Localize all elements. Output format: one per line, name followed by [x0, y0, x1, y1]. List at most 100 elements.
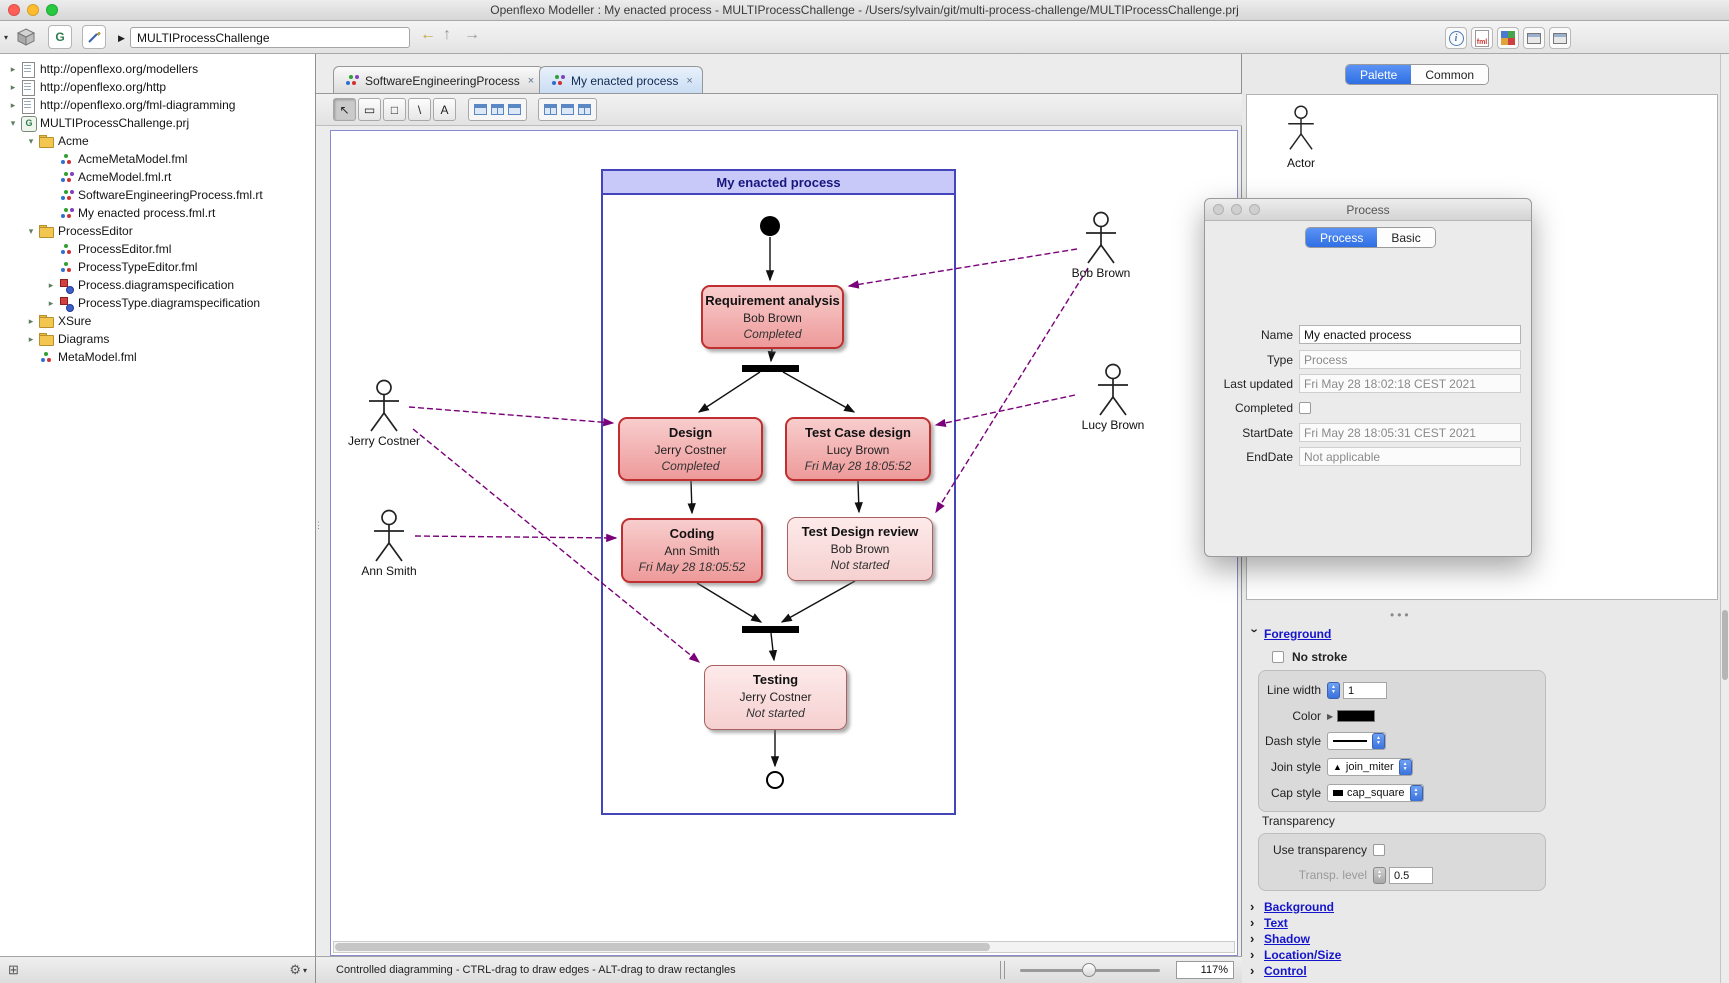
- tree-item-xsure[interactable]: ▸XSure: [0, 312, 315, 330]
- control-section-link[interactable]: ›Control: [1250, 963, 1307, 978]
- minimize-window-button[interactable]: [27, 4, 39, 16]
- transp-level-field[interactable]: [1389, 866, 1433, 884]
- process-inspector-window[interactable]: Process Process Basic Name Type Process …: [1204, 198, 1532, 557]
- line-width-field[interactable]: [1343, 681, 1387, 699]
- scrollbar-handle[interactable]: [335, 943, 990, 951]
- tree-item-processeditor-fml[interactable]: ProcessEditor.fml: [0, 240, 315, 258]
- tree-item-acmemodel[interactable]: AcmeModel.fml.rt: [0, 168, 315, 186]
- foreground-color-swatch[interactable]: [1337, 710, 1376, 722]
- tree-item-diagrams[interactable]: ▸Diagrams: [0, 330, 315, 348]
- task-requirement-analysis[interactable]: Requirement analysis Bob Brown Completed: [701, 285, 844, 349]
- process-tab-button[interactable]: Process: [1306, 228, 1378, 247]
- expand-arrow-icon[interactable]: ▸: [28, 333, 34, 344]
- edit-pen-icon[interactable]: [82, 25, 106, 49]
- tab-softwareengineeringprocess[interactable]: SoftwareEngineeringProcess ×: [333, 66, 545, 94]
- panels-icon[interactable]: [1549, 27, 1571, 49]
- toolbar-caret-icon[interactable]: ▾: [4, 33, 9, 42]
- selection-tool-button[interactable]: ↖: [333, 98, 356, 121]
- draw-line-tool-button[interactable]: \: [408, 98, 431, 121]
- palette-item-actor[interactable]: Actor: [1269, 105, 1333, 170]
- task-test-case-design[interactable]: Test Case design Lucy Brown Fri May 28 1…: [785, 417, 931, 481]
- tree-item-processtypeeditor-fml[interactable]: ProcessTypeEditor.fml: [0, 258, 315, 276]
- tree-item-http[interactable]: ▸http://openflexo.org/http: [0, 78, 315, 96]
- tree-item-softwareengineeringprocess[interactable]: SoftwareEngineeringProcess.fml.rt: [0, 186, 315, 204]
- tree-item-modellers[interactable]: ▸http://openflexo.org/modellers: [0, 60, 315, 78]
- start-node[interactable]: [760, 216, 780, 236]
- text-section-link[interactable]: ›Text: [1250, 915, 1288, 930]
- canvas-horizontal-scrollbar[interactable]: [333, 941, 1235, 953]
- color-disclosure-icon[interactable]: ▶: [1327, 711, 1334, 721]
- maximize-window-button[interactable]: [46, 4, 58, 16]
- right-scrollbar[interactable]: [1720, 54, 1729, 983]
- project-expander-icon[interactable]: ▶: [118, 33, 125, 43]
- tree-item-my-enacted-process[interactable]: My enacted process.fml.rt: [0, 204, 315, 222]
- close-tab-icon[interactable]: ×: [527, 74, 535, 87]
- task-testing[interactable]: Testing Jerry Costner Not started: [704, 665, 847, 730]
- task-design[interactable]: Design Jerry Costner Completed: [618, 417, 763, 481]
- dash-style-dropdown[interactable]: ▲▼: [1327, 732, 1386, 750]
- align-left-icon[interactable]: [474, 104, 487, 115]
- layout-horizontal-icon[interactable]: [561, 104, 574, 115]
- actor-ann-smith[interactable]: Ann Smith: [344, 509, 434, 578]
- module-grid-icon[interactable]: [1497, 27, 1519, 49]
- line-width-stepper[interactable]: ▲▼: [1327, 681, 1340, 699]
- openflexo-icon[interactable]: G: [48, 25, 72, 49]
- zoom-level-value[interactable]: 117%: [1176, 961, 1234, 979]
- close-window-button[interactable]: [8, 4, 20, 16]
- layout-vertical-icon[interactable]: [544, 104, 557, 115]
- windows-icon[interactable]: [1523, 27, 1545, 49]
- diagram-canvas[interactable]: My enacted process: [330, 130, 1238, 956]
- collapse-arrow-icon[interactable]: ▾: [10, 117, 16, 128]
- end-node[interactable]: [766, 771, 784, 789]
- tree-item-metamodel[interactable]: MetaModel.fml: [0, 348, 315, 366]
- tree-item-processeditor-folder[interactable]: ▾ProcessEditor: [0, 222, 315, 240]
- basic-tab-button[interactable]: Basic: [1377, 228, 1435, 247]
- maximize-window-button[interactable]: [1249, 204, 1260, 215]
- process-window-titlebar[interactable]: Process: [1205, 199, 1531, 221]
- minimize-window-button[interactable]: [1231, 204, 1242, 215]
- actor-jerry-costner[interactable]: Jerry Costner: [339, 379, 429, 448]
- tree-item-acme[interactable]: ▾Acme: [0, 132, 315, 150]
- panel-resize-handle[interactable]: •••: [1390, 608, 1412, 622]
- back-arrow-icon[interactable]: ←: [420, 26, 436, 43]
- foreground-section-link[interactable]: › Foreground: [1247, 626, 1332, 641]
- process-container-node[interactable]: My enacted process: [601, 169, 956, 815]
- collapse-arrow-icon[interactable]: ▾: [28, 225, 34, 236]
- tree-item-acmemetamodel[interactable]: AcmeMetaModel.fml: [0, 150, 315, 168]
- browser-grid-icon[interactable]: ⊞: [8, 962, 19, 977]
- task-coding[interactable]: Coding Ann Smith Fri May 28 18:05:52: [621, 518, 763, 583]
- align-center-icon[interactable]: [491, 104, 504, 115]
- cap-style-stepper[interactable]: ▲▼: [1409, 785, 1423, 801]
- task-test-design-review[interactable]: Test Design review Bob Brown Not started: [787, 517, 933, 581]
- close-window-button[interactable]: [1213, 204, 1224, 215]
- expand-arrow-icon[interactable]: ▸: [28, 315, 34, 326]
- draw-rounded-rectangle-tool-button[interactable]: □: [383, 98, 406, 121]
- shadow-section-link[interactable]: ›Shadow: [1250, 931, 1311, 946]
- scrollbar-handle[interactable]: [1722, 610, 1728, 680]
- expand-arrow-icon[interactable]: ▸: [10, 63, 16, 74]
- expand-arrow-icon[interactable]: ▸: [10, 99, 16, 110]
- palette-tab-button[interactable]: Palette: [1346, 65, 1412, 84]
- no-stroke-checkbox[interactable]: [1272, 651, 1284, 663]
- expand-arrow-icon[interactable]: ▸: [48, 297, 54, 308]
- draw-rectangle-tool-button[interactable]: ▭: [358, 98, 381, 121]
- tree-item-project[interactable]: ▾MULTIProcessChallenge.prj: [0, 114, 315, 132]
- fml-document-icon[interactable]: fml: [1471, 27, 1493, 49]
- project-name-field[interactable]: [130, 27, 410, 48]
- expand-arrow-icon[interactable]: ▸: [48, 279, 54, 290]
- zoom-slider-handle[interactable]: [1082, 963, 1096, 977]
- background-section-link[interactable]: ›Background: [1250, 899, 1335, 914]
- browser-settings-icon[interactable]: ⚙▾: [289, 962, 307, 977]
- use-transparency-checkbox[interactable]: [1373, 844, 1385, 856]
- cap-style-dropdown[interactable]: cap_square ▲▼: [1327, 784, 1424, 802]
- join-style-stepper[interactable]: ▲▼: [1398, 759, 1412, 775]
- align-right-icon[interactable]: [508, 104, 521, 115]
- forward-arrow-icon[interactable]: →: [464, 26, 480, 43]
- up-arrow-icon[interactable]: ↑: [443, 26, 451, 43]
- completed-checkbox[interactable]: [1299, 401, 1311, 414]
- cube-icon[interactable]: [14, 25, 38, 49]
- tree-item-fml-diagramming[interactable]: ▸http://openflexo.org/fml-diagramming: [0, 96, 315, 114]
- text-tool-button[interactable]: A: [433, 98, 456, 121]
- fork-bar-node[interactable]: [742, 365, 799, 372]
- collapse-arrow-icon[interactable]: ▾: [28, 135, 34, 146]
